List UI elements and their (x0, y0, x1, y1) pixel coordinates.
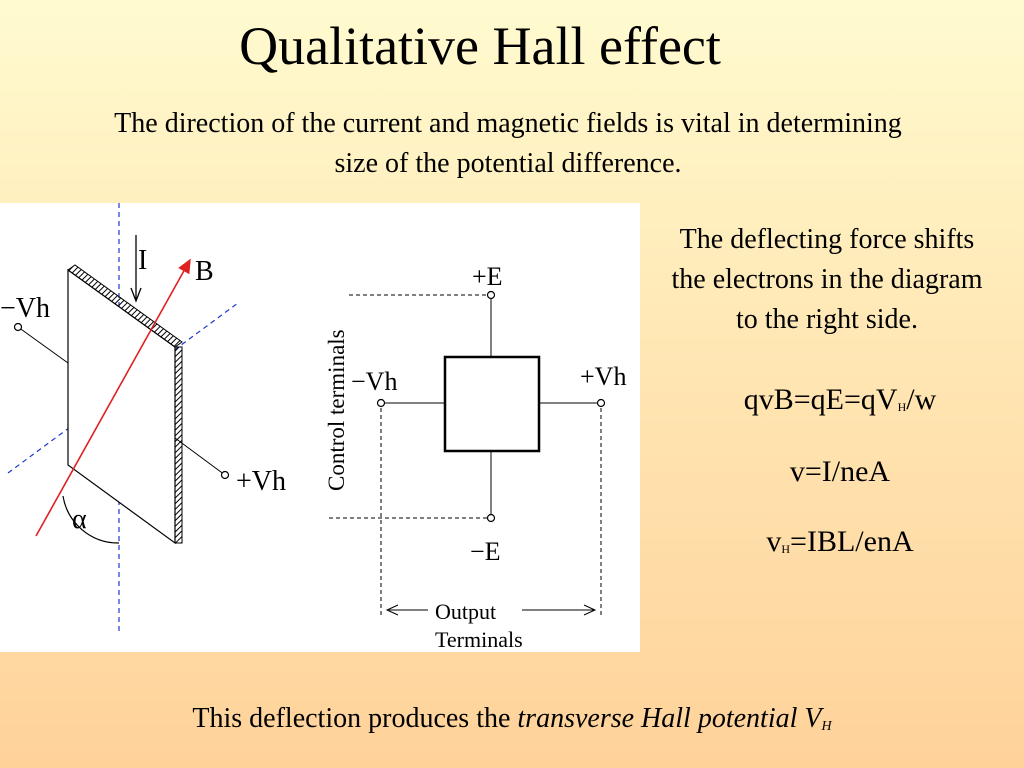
equation-drift-velocity: v=I/neA (789, 455, 891, 488)
conductor-slab (67, 268, 176, 545)
angle-label: α (72, 504, 87, 535)
left-terminal-label: −Vh (351, 367, 397, 396)
eq1-prefix: qvB=qE=qV (743, 383, 898, 416)
current-arrow-head (130, 287, 142, 303)
diagram-svg: I B −Vh +Vh α (0, 203, 626, 652)
slide-footer: This deflection produces the transverse … (0, 700, 1024, 746)
eq3-prefix: v (766, 525, 782, 558)
plate-normal-line (7, 302, 239, 474)
pos-terminal-label: +Vh (236, 466, 286, 497)
output-arrow-left-head (385, 604, 399, 616)
field-label: B (195, 256, 214, 287)
slab-side-edge-hatch (174, 346, 183, 544)
current-label: I (138, 245, 147, 276)
hall-effect-diagram: I B −Vh +Vh α (0, 203, 640, 652)
hall-slab-diagram: I B −Vh +Vh α (0, 203, 286, 633)
output-arrow-right-head (583, 604, 597, 616)
left-terminal-dot (376, 398, 386, 408)
neg-terminal-wire (17, 326, 69, 364)
control-terminals-label: Control terminals (324, 329, 349, 491)
equation-hall-voltage: vH=IBL/enA (680, 522, 1000, 569)
output-label-line2: Terminals (435, 627, 523, 652)
neg-terminal-dot (13, 322, 23, 332)
neg-terminal-label: −Vh (0, 293, 50, 324)
eq1-suffix: /w (906, 383, 937, 416)
magnetic-field-vector (35, 258, 191, 537)
equation-force-balance: qvB=qE=qVH/w (680, 380, 1000, 427)
footer-subscript: H (821, 719, 832, 734)
slide-title: Qualitative Hall effect (239, 16, 721, 76)
pos-terminal-wire (174, 437, 226, 476)
angle-arc (62, 495, 120, 544)
footer-prefix: This deflection produces the (192, 703, 518, 734)
bottom-terminal-label: −E (470, 537, 501, 566)
eq1-subscript: H (897, 400, 907, 414)
slide-subtitle: The direction of the current and magneti… (114, 108, 902, 179)
right-terminal-label: +Vh (580, 362, 626, 391)
hall-schematic: +E −E −Vh +Vh Control terminals Output T… (324, 262, 626, 652)
bottom-terminal-dot (486, 513, 496, 523)
output-label-line1: Output (435, 599, 496, 624)
eq3-subscript: H (781, 542, 791, 556)
footer-italic: transverse Hall potential V (517, 703, 822, 734)
top-terminal-label: +E (472, 262, 503, 291)
top-terminal-dot (486, 290, 496, 300)
side-explanation: The deflecting force shifts the electron… (671, 224, 983, 335)
eq3-suffix: =IBL/enA (790, 525, 914, 558)
hall-element-box (443, 355, 541, 453)
right-terminal-dot (596, 398, 606, 408)
pos-terminal-dot (220, 470, 230, 480)
